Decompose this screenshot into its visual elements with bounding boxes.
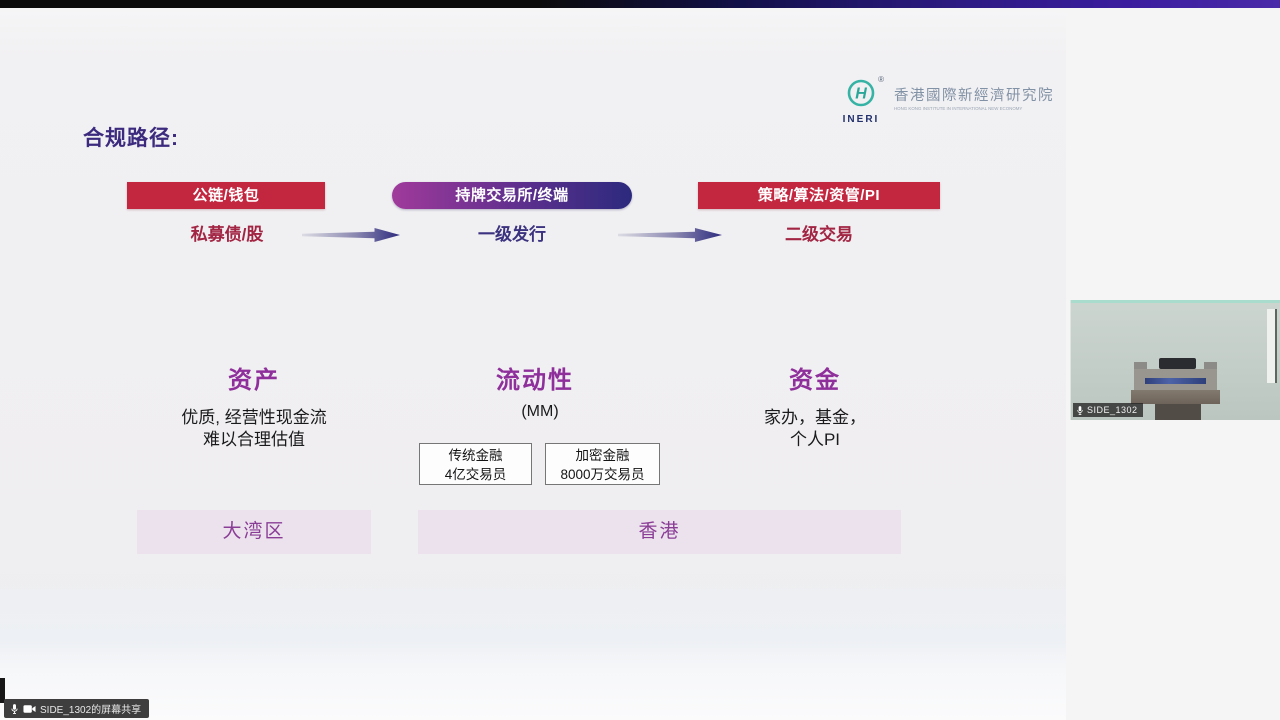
podium-laptop <box>1159 358 1196 369</box>
podium-base <box>1155 404 1201 420</box>
capital-line2: 个人PI <box>789 430 841 449</box>
participant-video-thumbnail[interactable]: SIDE_1302 <box>1070 300 1280 420</box>
registered-mark: ® <box>878 75 884 84</box>
crypto-finance-line1: 加密金融 <box>575 448 630 463</box>
traditional-finance-line2: 4亿交易员 <box>444 467 507 482</box>
org-name-english: HONG KONG INSTITUTE IN INTERNATIONAL NEW… <box>894 106 1023 111</box>
assets-line2: 难以合理估值 <box>203 430 305 449</box>
column-heading-liquidity: 流动性 <box>496 367 574 394</box>
podium-mid-band <box>1131 390 1220 404</box>
logo-brand-text: INERI <box>842 114 880 125</box>
shared-screen-slide: 合规路径: H ® INERI 香港國際新經濟研究院 HONG KONG INS… <box>0 0 1066 720</box>
capital-line1: 家办，基金， <box>764 408 866 427</box>
svg-text:H: H <box>855 86 867 103</box>
participant-name: SIDE_1302 <box>1087 405 1138 415</box>
flow-arrow-left-icon <box>302 228 400 242</box>
mic-icon <box>1077 405 1083 415</box>
liquidity-mm-note: (MM) <box>521 403 559 420</box>
podium-screen-strip <box>1145 378 1206 384</box>
video-camera-icon <box>23 704 36 713</box>
participant-name-badge: SIDE_1302 <box>1073 403 1143 417</box>
logo-org-names: 香港國際新經濟研究院 HONG KONG INSTITUTE IN INTERN… <box>894 78 1154 115</box>
mic-icon <box>11 703 18 714</box>
stage-sublabel-secondary-trading: 二级交易 <box>785 225 853 244</box>
capital-description: 家办，基金， 个人PI <box>695 407 935 451</box>
column-heading-capital: 资金 <box>789 367 841 394</box>
org-name-chinese: 香港國際新經濟研究院 <box>894 88 1054 104</box>
crypto-finance-box: 加密金融 8000万交易员 <box>545 443 660 485</box>
share-status-text: SIDE_1302的屏幕共享 <box>40 705 142 716</box>
stage-box-strategy-pi: 策略/算法/资管/PI <box>698 182 940 209</box>
ineri-logo-mark: H ® INERI <box>836 75 886 125</box>
stage-box-licensed-exchange: 持牌交易所/终端 <box>392 182 632 209</box>
flow-arrow-right-icon <box>618 228 722 242</box>
stage-sublabel-private-placement: 私募债/股 <box>190 225 264 244</box>
region-bar-greater-bay-area: 大湾区 <box>137 510 371 554</box>
crypto-finance-line2: 8000万交易员 <box>560 467 645 482</box>
traditional-finance-line1: 传统金融 <box>448 448 503 463</box>
video-wall-trim <box>1071 300 1280 303</box>
traditional-finance-box: 传统金融 4亿交易员 <box>419 443 532 485</box>
region-bar-hong-kong: 香港 <box>418 510 901 554</box>
stage-box-public-chain-wallet: 公链/钱包 <box>127 182 325 209</box>
assets-description: 优质, 经营性现金流 难以合理估值 <box>134 407 374 451</box>
screen-share-status-badge: SIDE_1302的屏幕共享 <box>4 699 150 718</box>
video-whiteboard-edge <box>1267 309 1277 383</box>
assets-line1: 优质, 经营性现金流 <box>181 408 327 427</box>
stage-sublabel-primary-issuance: 一级发行 <box>478 225 546 244</box>
column-heading-assets: 资产 <box>228 367 280 394</box>
slide-title: 合规路径: <box>83 127 179 150</box>
ineri-circle-icon: H <box>847 79 875 107</box>
window-top-edge <box>0 0 1280 8</box>
screen-edge-artifact <box>0 678 5 703</box>
ineri-logo: H ® INERI 香港國際新經濟研究院 HONG KONG INSTITUTE… <box>836 75 1154 125</box>
